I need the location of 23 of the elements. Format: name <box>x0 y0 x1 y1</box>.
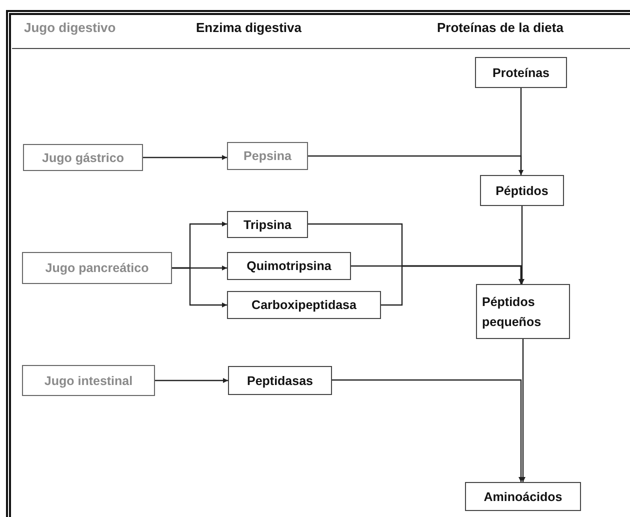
arrow <box>155 378 228 383</box>
process-box: Aminoácidos <box>465 482 581 511</box>
column-heading: Enzima digestiva <box>196 20 302 35</box>
process-box: Péptidos <box>480 175 564 206</box>
arrow <box>518 88 524 175</box>
process-box: Jugo pancreático <box>22 252 172 284</box>
process-box: Carboxipeptidasa <box>227 291 381 319</box>
arrow <box>172 267 227 308</box>
process-box: Peptidasas <box>228 366 332 395</box>
arrow <box>143 155 227 160</box>
column-heading: Jugo digestivo <box>24 20 116 35</box>
process-box: Tripsina <box>227 211 308 238</box>
process-box: Jugo gástrico <box>23 144 143 171</box>
column-heading: Proteínas de la dieta <box>437 20 564 35</box>
arrow <box>381 265 524 306</box>
process-box: Pepsina <box>227 142 308 170</box>
process-box: Quimotripsina <box>227 252 351 280</box>
process-box: Proteínas <box>475 57 567 88</box>
process-box: Jugo intestinal <box>22 365 155 396</box>
process-box: Péptidos pequeños <box>476 284 570 339</box>
arrow <box>520 206 524 284</box>
arrow <box>332 379 524 482</box>
arrow <box>520 339 526 482</box>
